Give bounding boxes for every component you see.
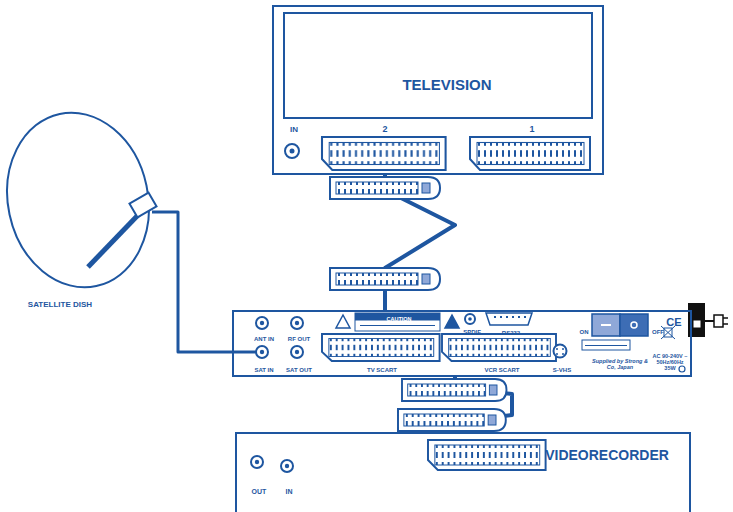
serial-sticker-print [585, 342, 627, 348]
receiver-box: ANT IN RF OUT CAUTION SPDIF RS232 ON OFFCE SAT … [232, 310, 692, 377]
node-title: VIDEORECORDER [545, 448, 669, 463]
scart-plug [398, 409, 506, 431]
sat-out-jack [291, 346, 303, 358]
tv-antenna-jack-pin [290, 149, 295, 154]
tv-antenna-jack [285, 144, 299, 158]
jack-pin [295, 321, 299, 325]
caution-plate [355, 313, 440, 331]
serial-sticker [582, 340, 630, 350]
power-inlet-socket [693, 320, 701, 328]
svhs-pin [556, 353, 558, 355]
svhs-pin [562, 348, 564, 350]
node-title: TELEVISION [402, 77, 491, 94]
panel-label: ANT IN [254, 336, 274, 343]
rs232-pins [491, 316, 527, 322]
svhs-pin [556, 348, 558, 350]
dish-outline [2, 105, 160, 315]
panel-label: RF OUT [288, 336, 310, 343]
videorecorder-box: VIDEORECORDER OUT IN [235, 432, 691, 512]
power-plug [714, 315, 723, 327]
panel-label: AC 90-240V ~ 50Hz/60Hz 35W [651, 353, 689, 371]
scart-plug [330, 177, 440, 199]
tv-scart-socket [322, 334, 440, 361]
panel-label: OFF [652, 329, 664, 336]
node-title: SATELLITE DISH [28, 301, 92, 310]
switch-mark [631, 322, 637, 328]
panel-label: Supplied by Strong & Co, Japan [589, 358, 651, 370]
scart-plug [402, 379, 507, 401]
warning-triangle [336, 315, 350, 328]
panel-label: 1 [529, 125, 534, 135]
lnb [129, 193, 156, 218]
tv-scart-socket [322, 137, 446, 170]
panel-label: 2 [382, 125, 387, 135]
vcr-out-jack [251, 456, 263, 468]
caution-small-print [360, 322, 435, 329]
vcr-in-jack [281, 460, 293, 472]
ant-in-jack [256, 317, 268, 329]
jack-pin [285, 464, 289, 468]
panel-label: CE [666, 316, 681, 328]
scart-plug [330, 268, 440, 290]
panel-label: ON [580, 329, 589, 336]
panel-label: SAT OUT [286, 367, 312, 374]
panel-label: VCR SCART [484, 367, 519, 374]
jack-pin [260, 350, 264, 354]
svhs-pins [556, 348, 564, 355]
lnb-arm [88, 213, 140, 267]
jack-pin [295, 350, 299, 354]
switch-mark [601, 324, 611, 326]
panel-label: TV SCART [367, 367, 397, 374]
svhs-pin [562, 353, 564, 355]
satellite-dish: SATELLITE DISH [2, 105, 160, 315]
tv-screen [284, 13, 592, 118]
jack-pin [255, 460, 259, 464]
spdif-jack-pin [468, 317, 472, 321]
power-switch-on [592, 314, 620, 336]
panel-label: CAUTION [386, 315, 411, 321]
panel-label: RS232 [502, 330, 520, 337]
panel-label: IN [290, 126, 298, 135]
tv-scart-socket [470, 137, 590, 170]
vcr-scart-socket [442, 334, 556, 361]
warning-triangle [445, 315, 459, 328]
ground-terminal [679, 366, 685, 372]
svhs-jack [554, 345, 567, 358]
panel-label: SAT IN [254, 367, 273, 374]
rf-out-jack [291, 317, 303, 329]
plug-prong [723, 323, 728, 325]
spdif-jack [465, 314, 475, 324]
power-switch-off [620, 314, 648, 336]
dish-reflector [0, 99, 165, 300]
sat-in-jack [256, 346, 268, 358]
plug-prong [723, 317, 728, 319]
panel-label: IN [286, 488, 293, 496]
television-box: TELEVISION IN 2 1 [272, 5, 604, 175]
jack-pin [260, 321, 264, 325]
sat-in-wire [232, 351, 256, 354]
lnb-lead [152, 211, 160, 214]
coax-cable [160, 212, 232, 352]
panel-label: SPDIF [463, 329, 481, 336]
power-cord [705, 320, 714, 322]
vcr-scart-socket [428, 440, 546, 470]
panel-label: S-VHS [553, 367, 571, 374]
rs232-connector [486, 313, 532, 325]
panel-label: OUT [252, 488, 267, 496]
